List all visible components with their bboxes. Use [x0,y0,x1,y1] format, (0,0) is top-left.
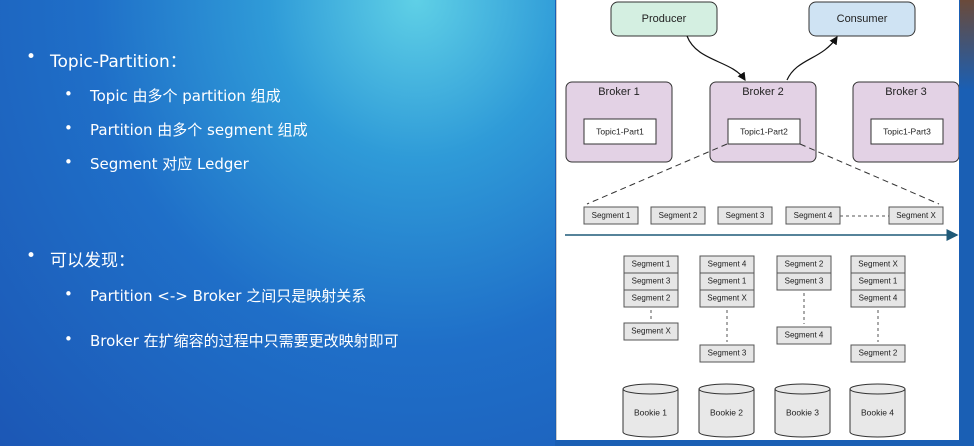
bookie-cylinder [622,389,679,438]
stack-segment-box [776,326,832,345]
segment-label: Segment 2 [659,211,698,220]
broker-label: Broker 2 [742,86,784,98]
partition-label: Topic1-Part1 [596,126,644,136]
segment-label: Segment 3 [726,211,765,220]
stack-segment-label: Segment 3 [785,277,824,286]
stack-segment-label: Segment 2 [632,294,671,303]
bookie-cylinder-top [622,383,679,395]
partition-box [727,118,801,145]
producer-label: Producer [642,13,687,25]
stack-segment-box [623,322,679,341]
stack-segment-label: Segment X [858,260,898,269]
stack-segment-box [623,289,679,308]
bookie-cylinder [774,389,831,438]
segment-label: Segment 4 [794,211,833,220]
broker-label: Broker 3 [885,86,927,98]
bullet-list: • Topic-Partition： • Topic 由多个 partition… [26,47,399,350]
bookie-label: Bookie 1 [634,407,667,417]
bookie-label: Bookie 2 [710,407,743,417]
consumer-arrow [786,35,838,81]
expand-line-right [799,143,940,205]
stack-segment-box [699,344,755,363]
bookie-label: Bookie 4 [861,407,894,417]
partition-box [870,118,944,145]
slide-background [0,0,555,446]
stack-segment-box [776,272,832,291]
segment-box [717,206,773,225]
partition-label: Topic1-Part3 [883,126,931,136]
stack-segment-label: Segment 2 [859,349,898,358]
stack-segment-label: Segment 1 [708,277,747,286]
producer-arrow [686,35,746,82]
stack-segment-box [850,289,906,308]
bookie-label: Bookie 3 [786,407,819,417]
segment-label: Segment 1 [592,211,631,220]
stack-segment-label: Segment 4 [785,331,824,340]
producer-box [610,1,718,37]
stack-segment-label: Segment 1 [632,260,671,269]
segment-box [650,206,706,225]
stack-segment-label: Segment 4 [859,294,898,303]
stack-segment-label: Segment 2 [785,260,824,269]
stack-segment-label: Segment X [707,294,747,303]
slide-edge-top [960,0,974,90]
stack-segment-box [850,344,906,363]
stack-segment-label: Segment 1 [859,277,898,286]
slide-bottom-bar [556,440,974,446]
bookie-cylinder [698,389,755,438]
slide-edge [958,0,974,446]
expand-line-left [586,143,728,205]
consumer-label: Consumer [837,13,888,25]
stack-segment-label: Segment 4 [708,260,747,269]
partition-label: Topic1-Part2 [740,126,788,136]
bookie-cylinder-top [774,383,831,395]
broker-label: Broker 1 [598,86,640,98]
bookie-cylinder-top [849,383,906,395]
stack-segment-label: Segment X [631,327,671,336]
partition-box [583,118,657,145]
segment-box [583,206,639,225]
bookie-cylinder [849,389,906,438]
consumer-box [808,1,916,37]
stack-segment-label: Segment 3 [632,277,671,286]
stack-segment-label: Segment 3 [708,349,747,358]
segment-label: Segment X [896,211,936,220]
bookie-cylinder-top [698,383,755,395]
stack-segment-box [699,289,755,308]
